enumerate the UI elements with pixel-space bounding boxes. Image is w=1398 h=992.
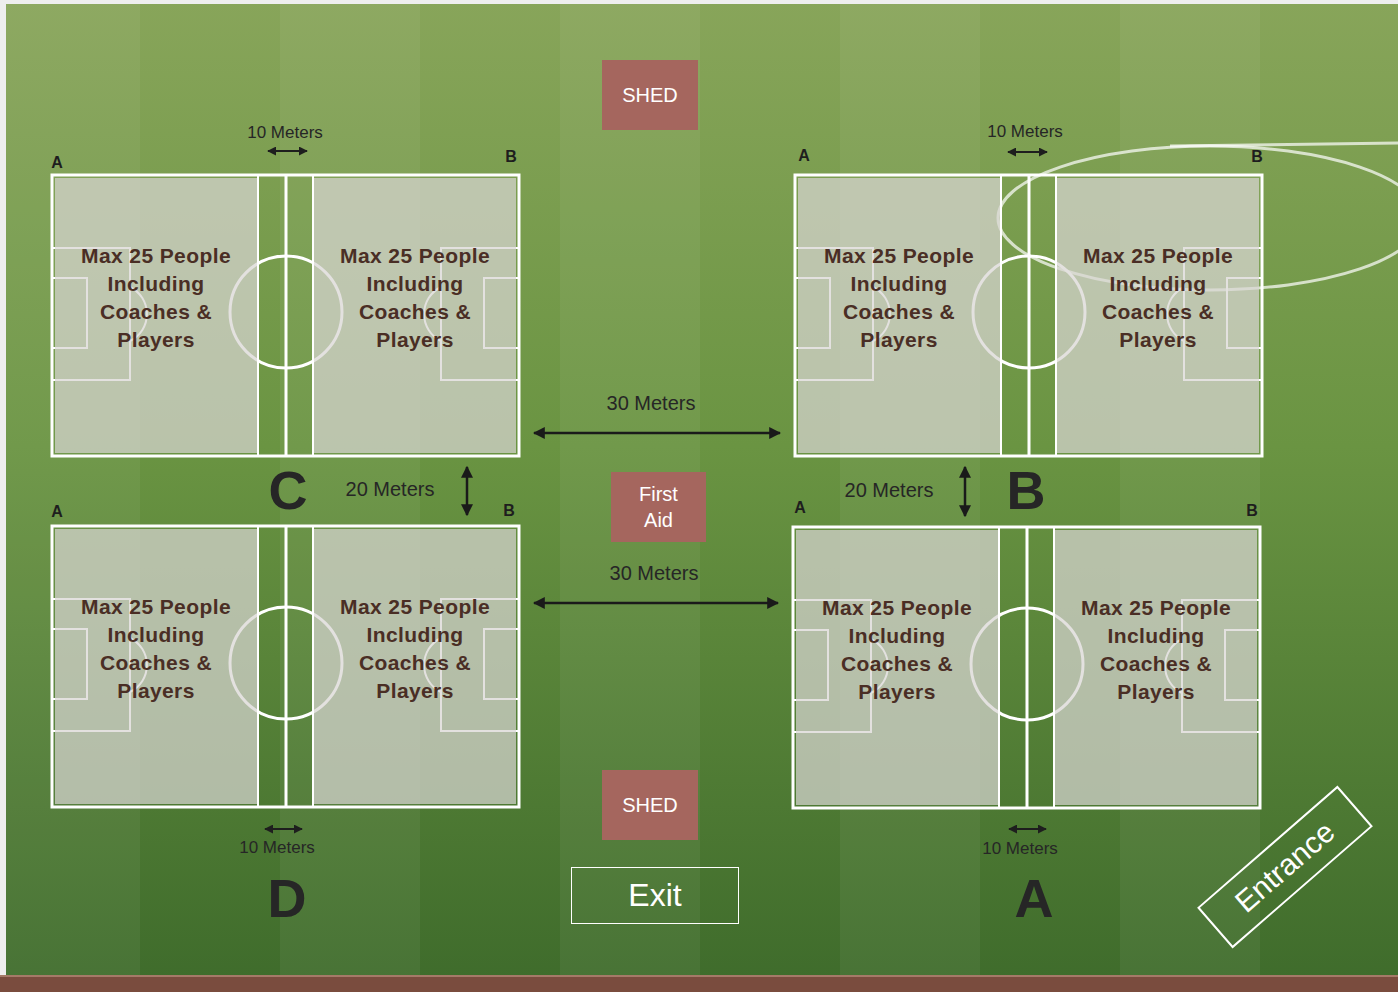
distance-label: 30 Meters: [610, 562, 699, 585]
text-group: First Aid: [628, 481, 690, 533]
distance-label: 30 Meters: [607, 392, 696, 415]
shed-box: SHED: [602, 770, 698, 840]
box-text: Max 25 People Including Coaches & Player…: [69, 242, 243, 354]
corner-letter: A: [798, 147, 810, 165]
pitch-markings: [52, 175, 519, 456]
corner-letter: B: [1246, 502, 1258, 520]
box-text: Max 25 People Including Coaches & Player…: [810, 594, 984, 706]
box-text: Exit: [628, 877, 681, 914]
pitch-markings: [793, 527, 1260, 808]
box-text: SHED: [622, 82, 678, 108]
first-aid-box: First Aid: [611, 472, 706, 542]
text-group: SHED: [622, 792, 678, 818]
text-group: Max 25 People Including Coaches & Player…: [69, 242, 243, 354]
dimension-arrow: [1009, 828, 1046, 830]
pitch-markings: [52, 526, 519, 807]
text-group: Exit: [628, 877, 681, 914]
text-group: Max 25 People Including Coaches & Player…: [1071, 242, 1245, 354]
box-text: Max 25 People Including Coaches & Player…: [328, 593, 502, 705]
pitch-letter: C: [269, 459, 308, 521]
pitch-half: Max 25 People Including Coaches & Player…: [55, 529, 257, 804]
box-text: Max 25 People Including Coaches & Player…: [69, 593, 243, 705]
corner-letter: B: [505, 148, 517, 166]
pitch-half: Max 25 People Including Coaches & Player…: [1055, 530, 1257, 805]
dimension-label: 10 Meters: [982, 839, 1058, 859]
field-marking-line: [1170, 143, 1398, 146]
distance-label: 20 Meters: [845, 479, 934, 502]
text-group: Max 25 People Including Coaches & Player…: [810, 594, 984, 706]
running-track: [0, 975, 1398, 992]
corner-letter: A: [51, 503, 63, 521]
text-group: Max 25 People Including Coaches & Player…: [812, 242, 986, 354]
corner-letter: B: [1251, 148, 1263, 166]
track-edge: [0, 975, 1398, 977]
corner-letter: A: [51, 154, 63, 172]
shed-box: SHED: [602, 60, 698, 130]
box-text: SHED: [622, 792, 678, 818]
pitch-markings: [795, 175, 1262, 456]
top-edge: [0, 0, 1398, 4]
dimension-label: 10 Meters: [239, 838, 315, 858]
box-text: Max 25 People Including Coaches & Player…: [1071, 242, 1245, 354]
text-group: Max 25 People Including Coaches & Player…: [328, 242, 502, 354]
distance-label: 20 Meters: [346, 478, 435, 501]
text-group: Max 25 People Including Coaches & Player…: [69, 593, 243, 705]
corner-letter: A: [794, 499, 806, 517]
text-group: Max 25 People Including Coaches & Player…: [1069, 594, 1243, 706]
box-text: Max 25 People Including Coaches & Player…: [328, 242, 502, 354]
dimension-arrow: [268, 150, 307, 152]
pitch-half: Max 25 People Including Coaches & Player…: [796, 530, 998, 805]
mow-stripes: [0, 0, 1260, 975]
pitch-half: Max 25 People Including Coaches & Player…: [1057, 178, 1259, 453]
pitch-letter: A: [1015, 867, 1054, 929]
dimension-label: 10 Meters: [987, 122, 1063, 142]
exit-box: Exit: [571, 867, 739, 924]
text-group: SHED: [622, 82, 678, 108]
pitch-half: Max 25 People Including Coaches & Player…: [314, 178, 516, 453]
pitch-half: Max 25 People Including Coaches & Player…: [55, 178, 257, 453]
distance-arrow: [964, 467, 967, 516]
box-text: Max 25 People Including Coaches & Player…: [812, 242, 986, 354]
dimension-arrow: [265, 828, 302, 830]
text-group: Max 25 People Including Coaches & Player…: [328, 593, 502, 705]
distance-arrow: [466, 467, 469, 515]
distance-arrow: [534, 432, 780, 435]
pitch-half: Max 25 People Including Coaches & Player…: [798, 178, 1000, 453]
distance-arrow: [534, 602, 778, 605]
left-edge: [0, 0, 6, 975]
pitch-letter: D: [268, 867, 307, 929]
pitch-letter: B: [1007, 459, 1046, 521]
corner-letter: B: [503, 502, 515, 520]
dimension-arrow: [1008, 151, 1047, 153]
box-text: Max 25 People Including Coaches & Player…: [1069, 594, 1243, 706]
box-text: First Aid: [628, 481, 690, 533]
dimension-label: 10 Meters: [247, 123, 323, 143]
pitch-half: Max 25 People Including Coaches & Player…: [314, 529, 516, 804]
